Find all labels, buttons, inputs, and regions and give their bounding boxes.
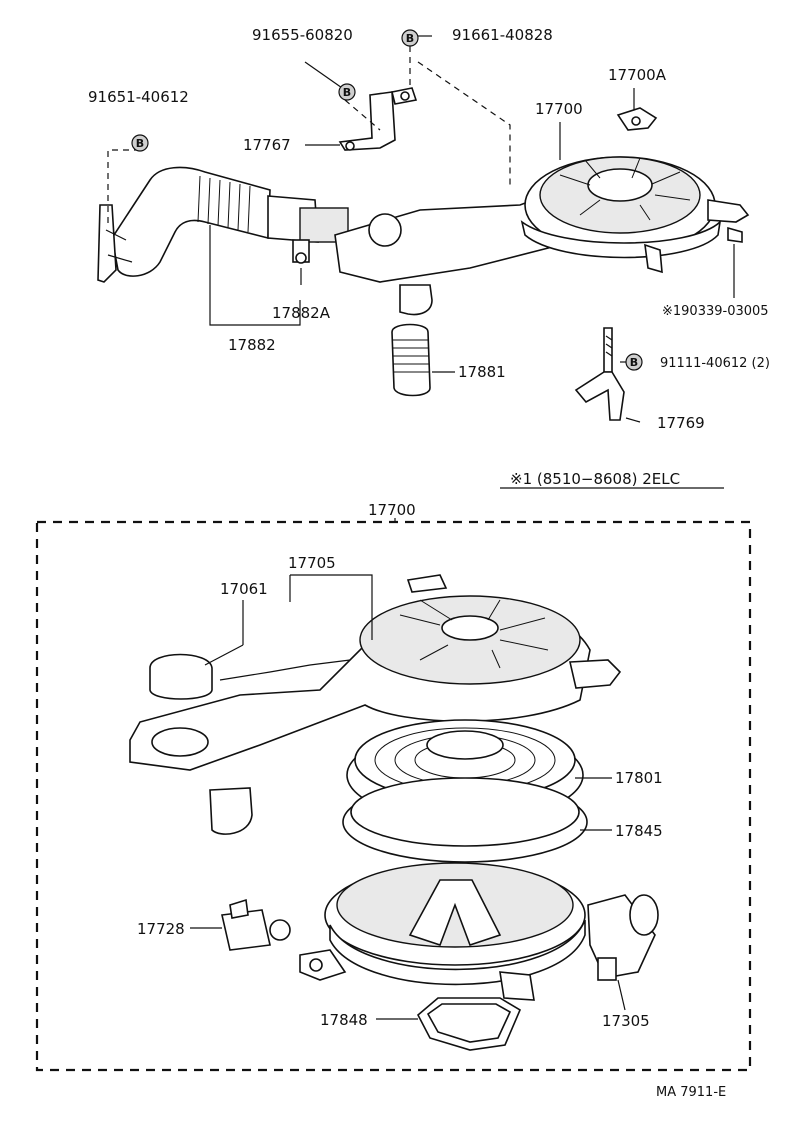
label-17061: 17061: [220, 580, 268, 598]
svg-text:B: B: [406, 32, 414, 45]
gasket-17845[interactable]: [342, 777, 588, 863]
cap-clip-top[interactable]: [406, 574, 448, 593]
leader-lines-lower: [190, 487, 724, 1020]
hose-17881[interactable]: [391, 323, 431, 397]
label-91655-60820: 91655-60820: [252, 26, 353, 44]
label-17882A: 17882A: [272, 304, 331, 322]
svg-text:B: B: [630, 356, 638, 369]
hose-bracket[interactable]: [97, 204, 133, 283]
air-cleaner-case-lower[interactable]: [299, 862, 586, 1001]
svg-text:B: B: [136, 137, 144, 150]
housing-clip-right[interactable]: [644, 199, 750, 274]
drawing-reference: MA 7911-E: [656, 1085, 726, 1100]
assembly-17700-frame: [35, 520, 752, 1072]
label-17882: 17882: [228, 336, 276, 354]
air-cleaner-housing-top[interactable]: [334, 156, 722, 316]
housing-cap-17705[interactable]: [129, 595, 591, 835]
clamp-17700A[interactable]: [616, 107, 658, 131]
label-17305: 17305: [602, 1012, 650, 1030]
label-17845: 17845: [615, 822, 663, 840]
label-190339-03005: ※190339-03005: [662, 304, 769, 319]
label-17700-top: 17700: [535, 100, 583, 118]
label-17700A: 17700A: [608, 66, 667, 84]
valve-17728[interactable]: [221, 898, 291, 951]
label-17700-box: 17700: [368, 501, 416, 519]
badge-b-91111: B: [625, 353, 643, 371]
label-17881: 17881: [458, 363, 506, 381]
sensor-17305[interactable]: [587, 894, 659, 981]
note-applicability: ※1 (8510−8608) 2ELC: [510, 470, 680, 488]
label-17705: 17705: [288, 554, 336, 572]
gasket-17848[interactable]: [416, 997, 522, 1051]
intake-hose-17882[interactable]: [111, 166, 349, 277]
label-91651-40612: 91651-40612: [88, 88, 189, 106]
connector-17882A[interactable]: [292, 239, 310, 264]
label-17767: 17767: [243, 136, 291, 154]
badge-b-91661: B: [401, 29, 419, 47]
bracket-17769[interactable]: [574, 327, 625, 421]
svg-text:B: B: [343, 86, 351, 99]
label-91111-40612: 91111-40612 (2): [660, 356, 770, 371]
badge-b-91655: B: [338, 83, 356, 101]
stay-17767[interactable]: [338, 87, 418, 151]
cap-clip-right[interactable]: [569, 659, 622, 689]
label-17769: 17769: [657, 414, 705, 432]
leader-lines-top: [107, 35, 735, 423]
label-17801: 17801: [615, 769, 663, 787]
badge-b-91651: B: [131, 134, 149, 152]
label-91661-40828: 91661-40828: [452, 26, 553, 44]
label-17848: 17848: [320, 1011, 368, 1029]
label-17728: 17728: [137, 920, 185, 938]
